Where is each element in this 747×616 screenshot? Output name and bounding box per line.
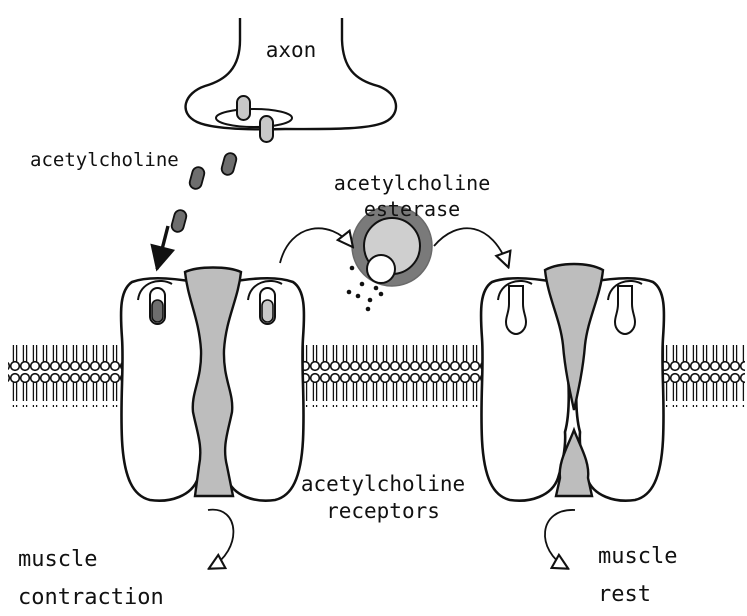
axon-outline (186, 18, 396, 129)
rest-arrow-icon (545, 510, 575, 568)
axon-label: axon (266, 38, 317, 62)
acetylcholine-molecule-icon (152, 300, 163, 322)
curved-arrow-icon (434, 228, 508, 266)
vesicle-icon (260, 116, 273, 142)
receptors-label-line2: receptors (326, 499, 440, 523)
rest-label-line1: muscle (598, 544, 677, 569)
lipid-bilayer-right (655, 345, 745, 407)
contraction-label-line2: contraction (18, 585, 164, 610)
esterase-label-line1: acetylcholine (334, 171, 491, 195)
acetylcholine-molecule-icon (188, 166, 205, 190)
receptor-left-open (121, 268, 304, 501)
rest-label-line2: rest (598, 582, 651, 607)
vesicle-icon (237, 96, 250, 120)
binding-pocket-empty (506, 286, 526, 334)
binding-arrow-icon (157, 226, 168, 269)
acetylcholine-molecule-icon (220, 152, 237, 176)
acetylcholine-molecule-icon (262, 300, 273, 322)
esterase-label-line2: esterase (364, 197, 460, 221)
acetylcholine-molecule-icon (170, 209, 187, 233)
enzyme-active-site (367, 255, 395, 283)
receptor-right-closed (481, 264, 664, 501)
lipid-bilayer-middle (300, 345, 485, 407)
contraction-arrow-icon (208, 510, 233, 568)
acetylcholine-esterase-icon (347, 206, 432, 311)
curved-arrow-icon (280, 228, 352, 263)
acetylcholine-label: acetylcholine (30, 149, 179, 171)
contraction-label-line1: muscle (18, 547, 97, 572)
receptors-label-line1: acetylcholine (301, 472, 465, 496)
lipid-bilayer-left (8, 345, 126, 407)
axon-terminal (186, 18, 396, 142)
binding-pocket-empty (615, 286, 635, 334)
